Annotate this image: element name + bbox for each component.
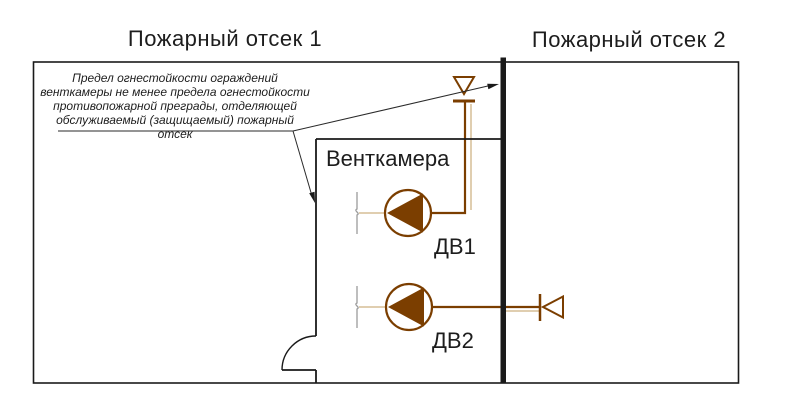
label-vent-chamber: Венткамера <box>326 146 450 171</box>
air-outlet-side-icon <box>538 294 564 321</box>
annotation-line: венткамеры не менее предела огнестойкост… <box>40 85 310 99</box>
annotation-line: обслуживаемый (защищаемый) пожарный отсе… <box>56 113 294 141</box>
leader-to-chamber-wall <box>292 130 313 197</box>
duct-break-icon <box>355 192 359 234</box>
leader-to-fire-wall <box>292 85 491 132</box>
air-outlet-up-triangle <box>452 76 476 96</box>
annotation-line: противопожарной преграды, отделяющей <box>53 99 297 113</box>
title-fire-compartment-2: Пожарный отсек 2 <box>531 27 727 52</box>
fan2-duct <box>432 305 539 312</box>
title-fire-compartment-1: Пожарный отсек 1 <box>127 26 323 51</box>
air-outlet-side-triangle <box>540 294 564 320</box>
leader-arrow-icon <box>487 83 499 90</box>
annotation-leaders <box>58 83 499 203</box>
fan1-impeller <box>387 193 423 233</box>
duct-break-icon <box>355 286 359 328</box>
fan2-impeller <box>388 287 424 327</box>
fire-rating-annotation: Предел огнестойкости ограждений венткаме… <box>40 71 310 141</box>
leader-arrow-icon <box>309 191 315 203</box>
air-outlet-up-icon <box>452 76 476 103</box>
fan1-duct-break <box>355 192 385 234</box>
vent-chamber-walls <box>281 138 501 383</box>
fan2-duct-break <box>355 286 386 328</box>
fan1-icon <box>383 188 433 238</box>
label-fan2: ДВ2 <box>432 328 474 353</box>
label-fan1: ДВ1 <box>434 234 476 259</box>
building-outline <box>32 61 740 384</box>
door-swing-arc <box>281 335 317 371</box>
annotation-line: Предел огнестойкости ограждений <box>72 71 278 85</box>
fan2-icon <box>384 282 434 332</box>
fire-barrier-wall <box>500 57 506 383</box>
